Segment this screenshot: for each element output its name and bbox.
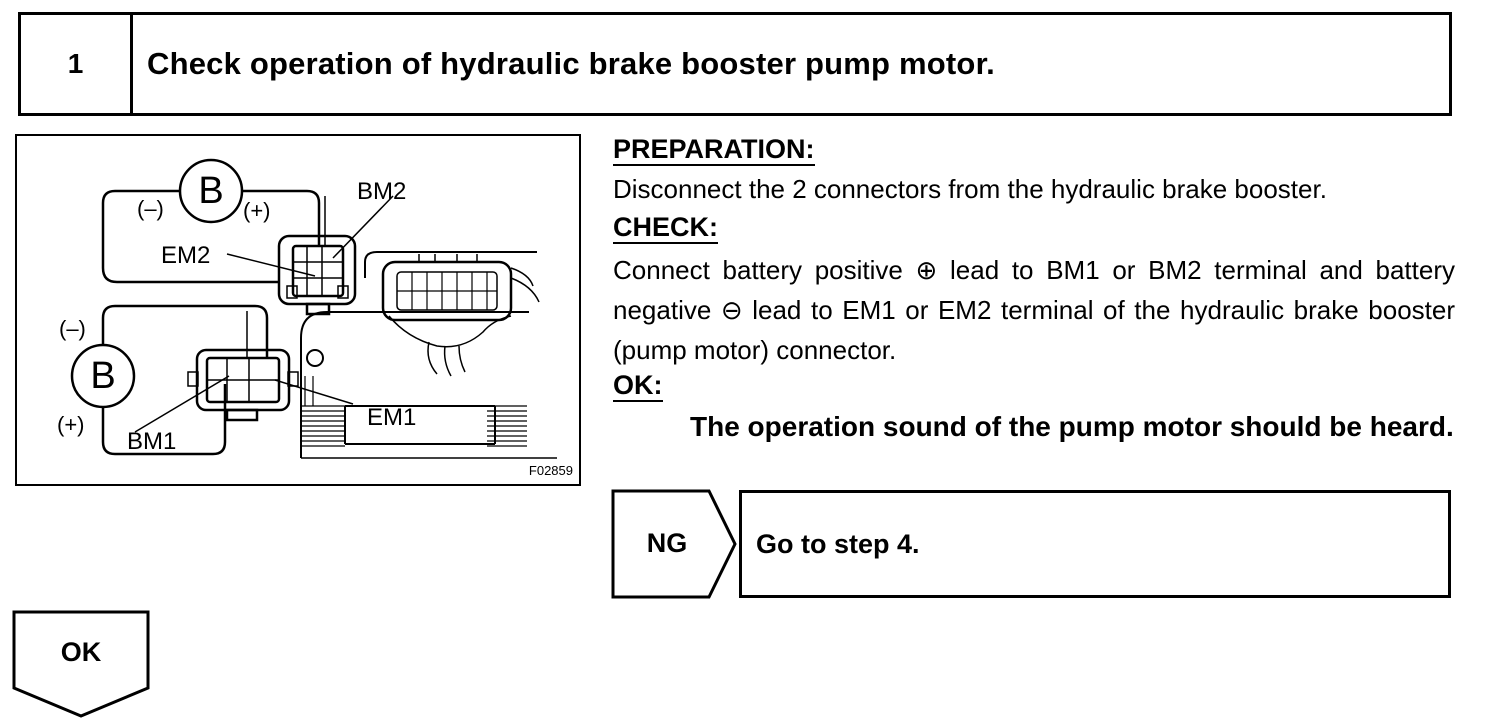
battery-lower: B <box>90 355 116 397</box>
ng-label: NG <box>646 527 688 558</box>
ng-action-box: Go to step 4. <box>739 490 1451 598</box>
preparation-text: Disconnect the 2 connectors from the hyd… <box>613 174 1327 204</box>
check-heading-text: CHECK: <box>613 212 718 244</box>
wiring-illustration: B B (–) (+) (–) (+) BM2 EM2 EM1 BM1 F028… <box>15 134 581 486</box>
preparation-heading-text: PREPARATION: <box>613 134 815 166</box>
step-title: Check operation of hydraulic brake boost… <box>147 46 995 81</box>
step-number: 1 <box>21 15 133 113</box>
ng-action-text: Go to step 4. <box>756 528 920 559</box>
preparation-heading: PREPARATION: <box>613 130 815 168</box>
lower-plus-sign: (+) <box>57 412 85 437</box>
check-text: Connect battery positive ⊕ lead to BM1 o… <box>613 255 1455 365</box>
ok-heading-text: OK: <box>613 370 663 402</box>
label-bm1: BM1 <box>127 428 177 455</box>
figure-id: F02859 <box>528 463 573 478</box>
upper-plus-sign: (+) <box>243 198 271 223</box>
connector-diagram <box>70 158 557 459</box>
check-heading: CHECK: <box>613 208 718 246</box>
ok-heading: OK: <box>613 366 663 404</box>
label-em2: EM2 <box>161 242 211 269</box>
battery-upper: B <box>198 170 224 212</box>
lower-minus-sign: (–) <box>59 316 86 341</box>
label-em1: EM1 <box>367 404 417 431</box>
label-bm2: BM2 <box>357 178 407 205</box>
ok-arrow-shape <box>12 610 150 718</box>
step-header: 1 Check operation of hydraulic brake boo… <box>18 12 1452 116</box>
ok-criteria-text: The operation sound of the pump motor sh… <box>690 411 1454 442</box>
ok-flow-label: OK <box>60 636 102 667</box>
ng-arrow-shape <box>611 489 737 599</box>
upper-minus-sign: (–) <box>137 196 164 221</box>
